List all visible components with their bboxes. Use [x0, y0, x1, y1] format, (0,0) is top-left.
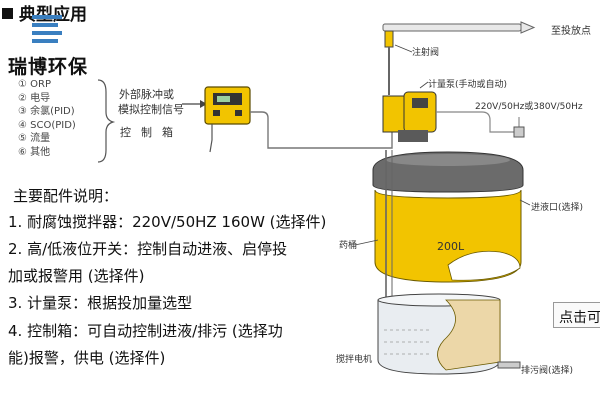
inlet-label: 进液口(选择) [531, 203, 584, 213]
accessory-item: 3. 计量泵：根据投加量选型 [8, 294, 193, 312]
parameter-item: ⑥ 其他 [18, 146, 51, 158]
control-cable [250, 111, 393, 149]
accessory-item: 4. 控制箱：可自动控制进液/排污 (选择功 [8, 322, 283, 340]
power-label: 220V/50Hz或380V/50Hz [475, 102, 583, 112]
accessory-item: 1. 耐腐蚀搅拌器：220V/50HZ 160W (选择件) [8, 213, 327, 231]
click-more-button[interactable]: 点击可 [553, 302, 600, 328]
parameter-item: ② 电导 [18, 92, 51, 104]
signal-label-line2: 模拟控制信号 [118, 103, 184, 116]
plug-icon [513, 126, 525, 138]
power-cable [209, 124, 213, 153]
injector-label: 注射阀 [412, 48, 440, 58]
metering-pump [382, 91, 437, 142]
accessories-title: 主要配件说明： [13, 187, 119, 205]
parameter-brace [97, 79, 116, 163]
controller-box [204, 86, 251, 125]
controller-box-label: 控制箱 [120, 126, 183, 139]
parameter-item: ① ORP [18, 79, 51, 90]
signal-label-line1: 外部脉冲或 [119, 88, 174, 101]
pump-label: 计量泵(手动或自动) [428, 80, 508, 90]
drain-valve [497, 361, 521, 369]
drain-label: 排污阀(选择) [521, 366, 574, 376]
tank-chemical-label: 药桶 [339, 241, 358, 251]
injector-valve [384, 30, 394, 48]
parameter-list: ① ORP ② 电导 ③ 余氯(PID) ④ SCO(PID) ⑤ 流量 ⑥ 其… [18, 78, 76, 159]
pump-power-cable [436, 111, 514, 133]
accessory-item: 能)报警，供电 (选择件) [8, 349, 166, 367]
outlet-arrow-icon [520, 21, 536, 34]
tank-volume: 200L [437, 240, 465, 253]
accessory-item: 2. 高/低液位开关：控制自动进液、启停投 [8, 240, 288, 258]
outlet-label: 至投放点 [551, 26, 591, 37]
parameter-item: ⑤ 流量 [18, 133, 51, 144]
brand-name: 瑞博环保 [8, 56, 89, 78]
parameter-item: ③ 余氯(PID) [18, 106, 75, 117]
accessory-item: 加或报警用 (选择件) [8, 267, 145, 285]
brand-logo-icon [32, 15, 62, 43]
mixer-label: 搅拌电机 [336, 355, 373, 365]
signal-arrowhead [200, 100, 207, 108]
parameter-item: ④ SCO(PID) [18, 119, 76, 131]
square-bullet-icon [2, 8, 13, 19]
outlet-pipe [382, 23, 522, 32]
